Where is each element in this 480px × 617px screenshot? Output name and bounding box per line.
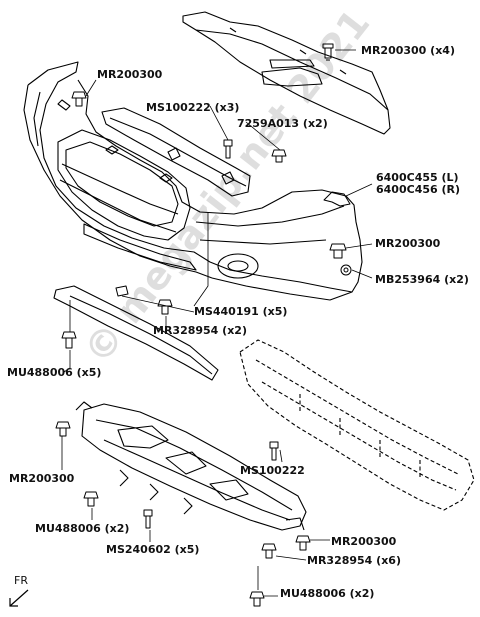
bumper-upper-strip xyxy=(101,107,251,197)
label-mu488006-x2-bottom: MU488006 (x2) xyxy=(280,587,375,600)
front-orientation-label: FR xyxy=(14,574,28,587)
upper-bracket xyxy=(182,11,391,135)
label-ms100222-x3: MS100222 (x3) xyxy=(146,101,240,114)
label-ms440191-x5: MS440191 (x5) xyxy=(194,305,288,318)
leader-lines xyxy=(61,49,373,597)
bumper-cover xyxy=(23,61,363,301)
label-mu488006-x5: MU488006 (x5) xyxy=(7,366,102,379)
label-6400c456-r: 6400C456 (R) xyxy=(376,183,461,196)
label-6400c455-l: 6400C455 (L) xyxy=(376,171,459,184)
label-mr200300-left-bottom: MR200300 xyxy=(9,472,75,485)
label-mb253964-x2: MB253964 (x2) xyxy=(375,273,469,286)
label-mr200300-x4: MR200300 (x4) xyxy=(361,44,455,57)
label-mr200300-right: MR200300 xyxy=(375,237,441,250)
label-mr200300-left-top: MR200300 xyxy=(97,68,163,81)
arrow-down-left-icon xyxy=(9,589,29,607)
under-cover xyxy=(75,401,307,531)
energy-absorber xyxy=(239,339,475,511)
label-mr328954-x2: MR328954 (x2) xyxy=(153,324,247,337)
label-mu488006-x2-left: MU488006 (x2) xyxy=(35,522,130,535)
label-ms240602-x5: MS240602 (x5) xyxy=(106,543,200,556)
label-ms100222: MS100222 xyxy=(240,464,305,477)
fasteners xyxy=(55,43,352,607)
label-7259a013-x2: 7259A013 (x2) xyxy=(237,117,328,130)
label-mr328954-x6: MR328954 (x6) xyxy=(307,554,401,567)
label-mr200300-bottom: MR200300 xyxy=(331,535,397,548)
